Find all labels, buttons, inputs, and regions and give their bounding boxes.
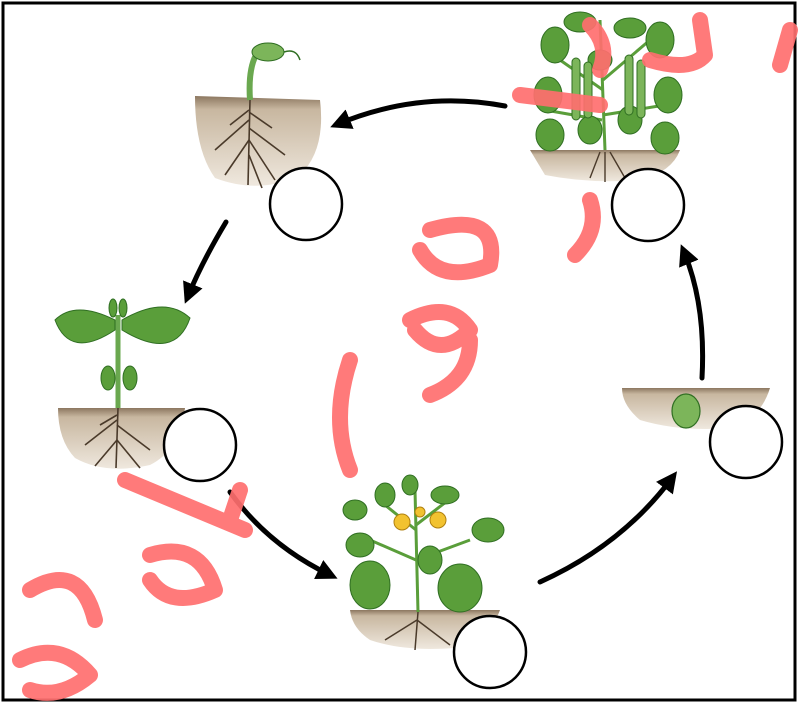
sprout-head: [252, 43, 284, 61]
answer-circle-seedling[interactable]: [164, 409, 236, 481]
answer-circle-mature-plant[interactable]: [612, 169, 684, 241]
answer-circle-seed[interactable]: [710, 406, 782, 478]
answer-circle-flowering-plant[interactable]: [454, 616, 526, 688]
seed: [672, 394, 700, 428]
answer-circle-sprout[interactable]: [270, 168, 342, 240]
